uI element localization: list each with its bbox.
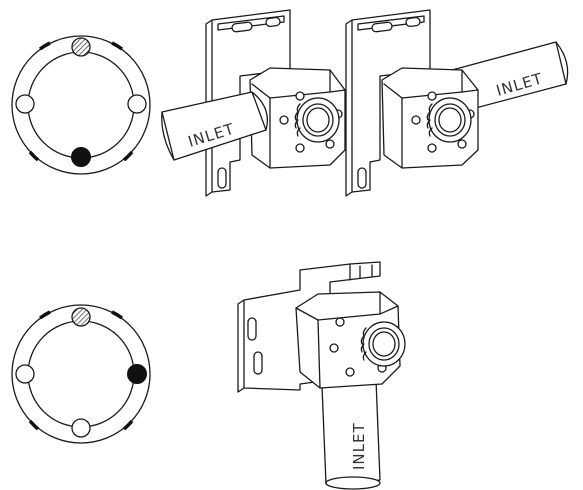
open-marker-right	[127, 94, 147, 114]
valve-assembly-right-inlet: INLET	[345, 9, 569, 197]
dial-ticks	[28, 310, 134, 431]
open-marker-left	[15, 364, 35, 384]
orientation-dial-top	[11, 35, 151, 175]
filled-marker-right	[127, 364, 147, 384]
valve-assembly-bottom-inlet: INLET	[237, 261, 406, 490]
threaded-outlet	[426, 97, 472, 143]
dial-inner-ring	[27, 320, 135, 428]
filled-marker-bottom	[71, 147, 91, 167]
open-marker-left	[15, 94, 35, 114]
inlet-label-bottom: INLET	[350, 422, 368, 470]
orientation-dial-bottom	[11, 304, 151, 444]
valve-assembly-left-inlet: INLET	[161, 9, 346, 197]
inlet-pipe: INLET	[161, 91, 269, 161]
hatched-marker-top	[71, 307, 91, 327]
open-marker-bottom	[71, 418, 91, 438]
threaded-outlet	[294, 97, 340, 143]
hatched-marker-top	[71, 37, 91, 57]
dial-ticks	[28, 41, 134, 162]
mounting-bracket	[345, 9, 431, 197]
inlet-pipe: INLET	[321, 379, 381, 490]
threaded-outlet	[360, 321, 406, 367]
dial-inner-ring	[27, 51, 135, 159]
